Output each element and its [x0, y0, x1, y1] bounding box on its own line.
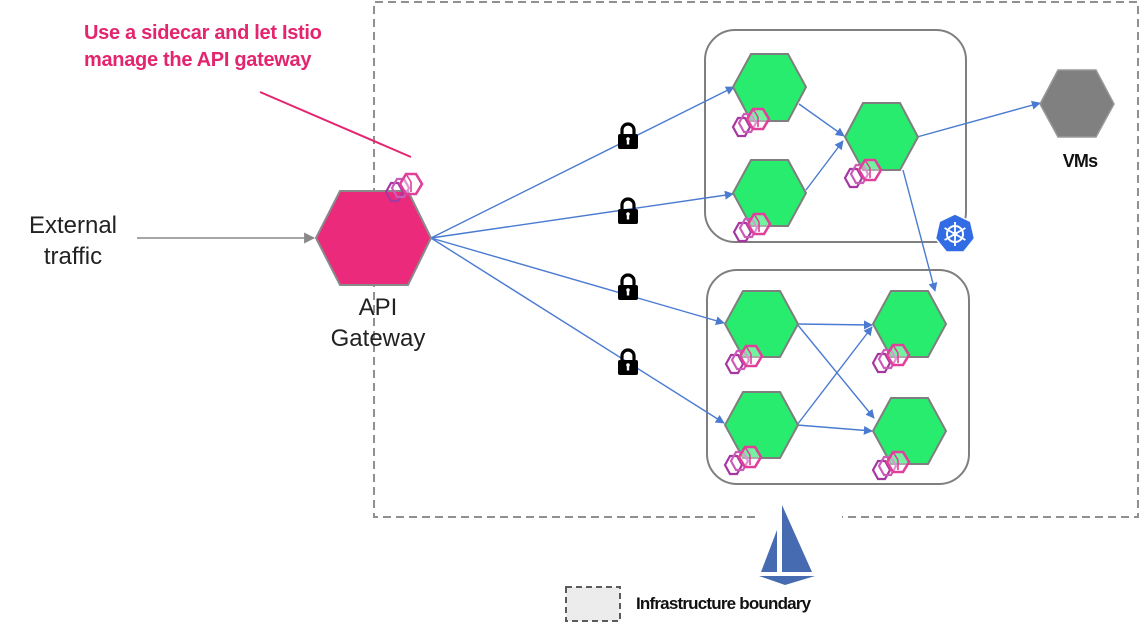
- external-traffic-label: External traffic: [18, 210, 128, 272]
- edge-svc2-svc3: [805, 140, 844, 191]
- internal-connections: [796, 100, 1041, 435]
- edge-svc3-vm: [916, 100, 1041, 138]
- edge-gw-svc2: [430, 190, 734, 239]
- service-node-2[interactable]: [731, 159, 808, 227]
- annotation-line-1: Use a sidecar and let Istio: [84, 22, 322, 44]
- infrastructure-boundary: [373, 1, 1139, 518]
- edge-svc5-svc7: [796, 424, 873, 435]
- annotation-pointer: [259, 91, 412, 158]
- edge-svc1-svc3: [798, 103, 845, 137]
- envoy-sidecar-icon: [871, 343, 911, 374]
- envoy-sidecar-icon: [723, 445, 763, 476]
- api-gateway-line-1: API: [358, 294, 398, 321]
- legend-boundary-swatch: [565, 586, 621, 622]
- edge-gw-svc5: [430, 237, 725, 424]
- lock-icon: [616, 122, 640, 151]
- service-node-1[interactable]: [731, 53, 808, 122]
- vm-node[interactable]: [1039, 69, 1115, 138]
- lock-icon: [616, 197, 640, 226]
- envoy-sidecar-icon: [731, 107, 771, 138]
- external-traffic-line-1: External: [28, 212, 118, 239]
- kubernetes-cluster: [704, 29, 967, 243]
- envoy-sidecar-icon: [724, 344, 764, 375]
- legend-boundary-label: Infrastructure boundary: [636, 594, 811, 613]
- edge-svc5-svc6: [796, 326, 873, 426]
- service-node-3[interactable]: [843, 102, 920, 171]
- annotation-line-2: manage the API gateway: [84, 49, 312, 71]
- edge-gw-svc1: [430, 86, 735, 239]
- lock-icon: [616, 273, 640, 302]
- lock-icon: [616, 348, 640, 377]
- edge-gw-svc4: [430, 237, 725, 326]
- edge-svc4-svc6: [796, 320, 873, 330]
- api-gateway-node[interactable]: [314, 190, 433, 286]
- api-gateway-label: API Gateway: [318, 292, 438, 354]
- api-gateway-line-2: Gateway: [330, 325, 426, 352]
- edge-svc3-svc6: [902, 169, 938, 292]
- kubernetes-icon: [934, 213, 976, 253]
- annotation-text: Use a sidecar and let Istio manage the A…: [84, 20, 322, 74]
- envoy-sidecar-icon: [732, 212, 772, 243]
- service-node-4[interactable]: [723, 290, 800, 358]
- vms-label: VMs: [1062, 151, 1098, 171]
- envoy-sidecar-icon: [871, 450, 911, 481]
- service-node-5[interactable]: [723, 391, 800, 459]
- gateway-connections: [430, 86, 735, 424]
- external-traffic-line-2: traffic: [43, 243, 103, 270]
- edge-svc4-svc7: [796, 323, 875, 419]
- service-node-7[interactable]: [871, 397, 948, 465]
- service-node-6[interactable]: [871, 290, 948, 358]
- istio-sail-icon: [759, 505, 815, 585]
- envoy-sidecar-icon: [843, 158, 883, 189]
- mesh-cluster: [706, 269, 970, 485]
